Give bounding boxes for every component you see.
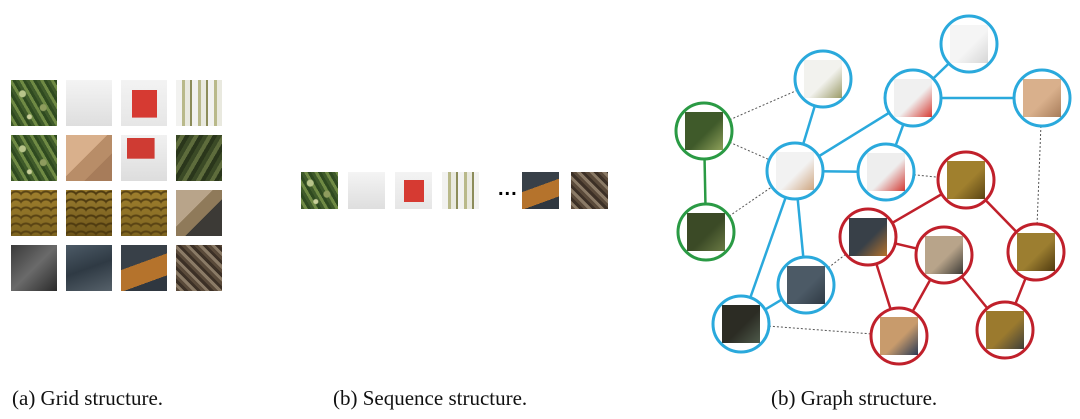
graph-node-patch (787, 266, 825, 304)
grid-patch (11, 135, 57, 181)
graph-node-patch (685, 112, 723, 150)
sequence-patch (395, 172, 432, 209)
graph-node-blue (765, 141, 825, 201)
graph-node-patch (894, 79, 932, 117)
sequence-patch (571, 172, 608, 209)
graph-node-ring (856, 142, 916, 202)
grid-patch (176, 190, 222, 236)
graph-node-red (838, 207, 898, 267)
sequence-ellipsis: ... (498, 178, 518, 200)
grid-patch (66, 245, 112, 291)
graph-node-blue (1012, 68, 1072, 128)
graph-node-ring (1012, 68, 1072, 128)
grid-patch (66, 135, 112, 181)
grid-patch (121, 135, 167, 181)
graph-node-ring (838, 207, 898, 267)
caption-graph: (b) Graph structure. (771, 386, 938, 410)
graph-node-ring (869, 306, 929, 366)
graph-node-ring (676, 202, 736, 262)
caption-grid: (a) Grid structure. (12, 386, 164, 410)
grid-patch (121, 80, 167, 126)
graph-node-patch (867, 153, 905, 191)
grid-patch (176, 80, 222, 126)
grid-patch (176, 245, 222, 291)
graph-node-ring (936, 150, 996, 210)
grid-patch (176, 135, 222, 181)
graph-node-red (914, 225, 974, 285)
graph-node-ring (939, 14, 999, 74)
graph-node-patch (925, 236, 963, 274)
graph-node-red (975, 300, 1035, 360)
graph-node-patch (804, 60, 842, 98)
sequence-patch (348, 172, 385, 209)
graph-node-ring (975, 300, 1035, 360)
graph-node-blue (793, 49, 853, 109)
sequence-patch (442, 172, 479, 209)
graph-node-patch (1017, 233, 1055, 271)
graph-node-green (676, 202, 736, 262)
grid-patch (11, 190, 57, 236)
graph-node-ring (793, 49, 853, 109)
grid-patch (121, 245, 167, 291)
graph-node-blue (883, 68, 943, 128)
graph-node-ring (674, 101, 734, 161)
graph-node-patch (1023, 79, 1061, 117)
graph-node-red (936, 150, 996, 210)
graph-node-blue (856, 142, 916, 202)
grid-patch (11, 245, 57, 291)
grid-patch (11, 80, 57, 126)
graph-node-patch (880, 317, 918, 355)
graph-node-red (869, 306, 929, 366)
graph-node-ring (883, 68, 943, 128)
grid-patch (66, 190, 112, 236)
grid-patch (66, 80, 112, 126)
graph-node-patch (947, 161, 985, 199)
graph-node-patch (776, 152, 814, 190)
graph-node-ring (765, 141, 825, 201)
graph-node-ring (914, 225, 974, 285)
graph-node-patch (687, 213, 725, 251)
graph-node-blue (711, 294, 771, 354)
grid-patch (121, 190, 167, 236)
graph-node-green (674, 101, 734, 161)
graph-node-ring (776, 255, 836, 315)
graph-structure (674, 14, 1072, 366)
graph-node-patch (849, 218, 887, 256)
sequence-patch (522, 172, 559, 209)
graph-node-ring (1006, 222, 1066, 282)
sequence-patch (301, 172, 338, 209)
graph-node-red (1006, 222, 1066, 282)
graph-node-ring (711, 294, 771, 354)
graph-node-patch (722, 305, 760, 343)
graph-node-patch (986, 311, 1024, 349)
graph-node-blue (939, 14, 999, 74)
graph-node-patch (950, 25, 988, 63)
caption-sequence: (b) Sequence structure. (333, 386, 528, 410)
graph-node-blue (776, 255, 836, 315)
